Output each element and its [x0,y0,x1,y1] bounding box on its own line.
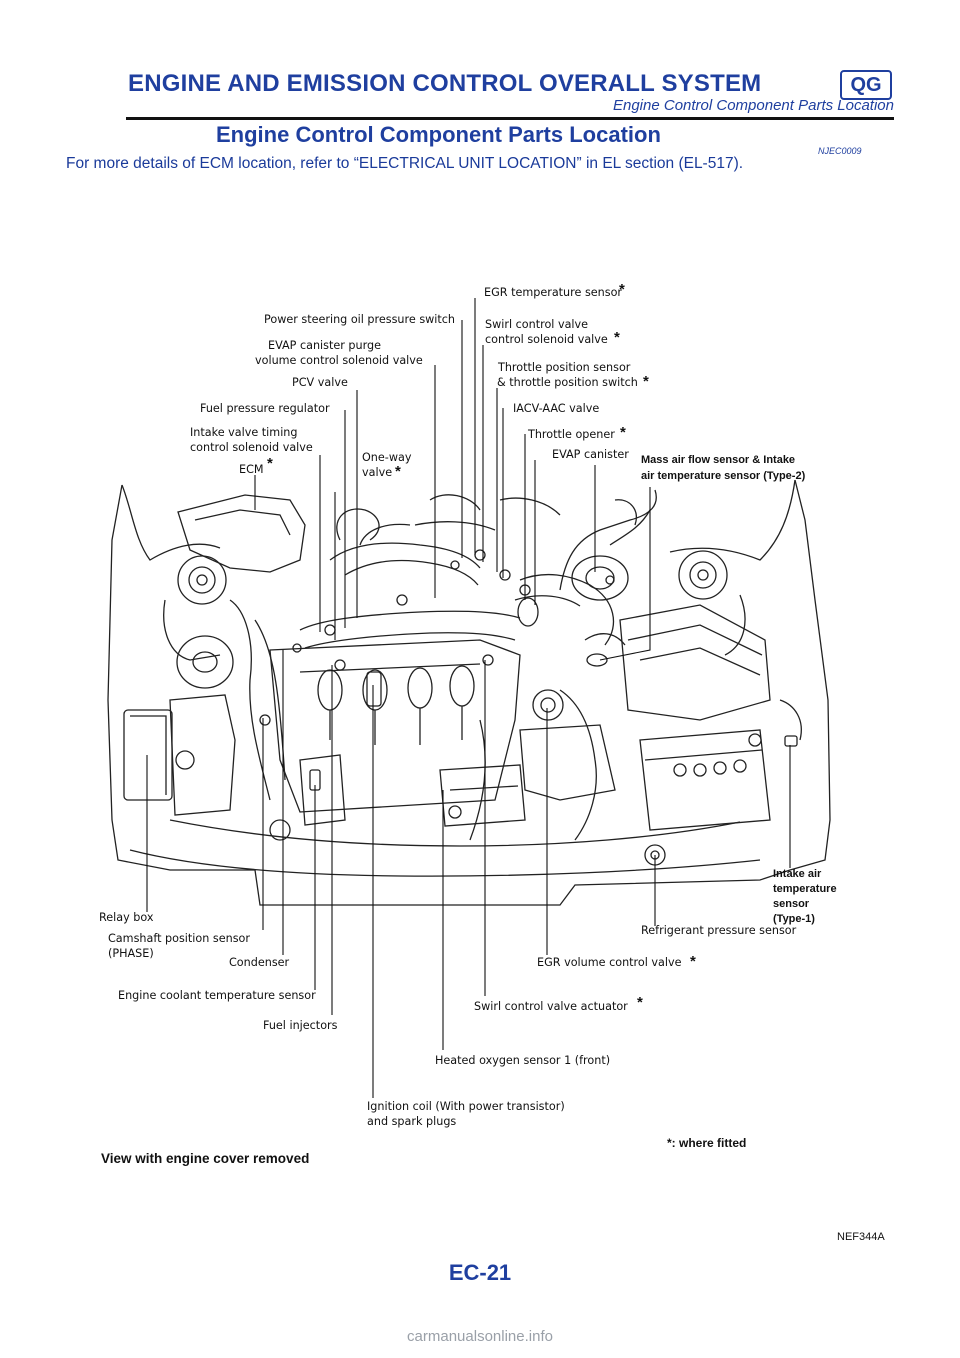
manual-chapter-title: ENGINE AND EMISSION CONTROL OVERALL SYST… [128,70,762,97]
chapter-subtitle: Engine Control Component Parts Location [612,97,894,114]
label-iacv-aac-valve: IACV-AAC valve [513,402,599,415]
footnote-where-fitted: *: where fitted [667,1136,746,1150]
fitted-star: * [395,463,401,480]
label-fuel-injectors: Fuel injectors [263,1019,338,1032]
fitted-star: * [620,424,626,441]
label-iat-line3: sensor [773,898,810,910]
label-swirl-control-valve-actuator: Swirl control valve actuator [474,1000,628,1013]
label-ignition-coil-line2: and spark plugs [367,1115,456,1128]
label-iat-line4: (Type-1) [773,913,815,925]
section-title: Engine Control Component Parts Location [216,122,661,147]
label-refrigerant-pressure-sensor: Refrigerant pressure sensor [641,924,797,937]
section-code: NJEC0009 [818,146,862,156]
header-rule [126,117,894,120]
label-relay-box: Relay box [99,911,154,924]
section-badge: QG [840,70,892,100]
watermark: carmanualsonline.info [407,1328,553,1345]
label-ivt-line1: Intake valve timing [190,426,298,439]
label-condenser: Condenser [229,956,290,969]
engine-bay-drawing [107,479,831,906]
label-ivt-line2: control solenoid valve [190,441,313,454]
fitted-star: * [619,281,625,298]
leader-lines [146,298,791,1098]
label-oneway-line1: One-way [362,451,412,464]
label-fuel-pressure-regulator: Fuel pressure regulator [200,402,330,415]
label-evap-purge-line1: EVAP canister purge [268,339,381,352]
page-number: EC-21 [448,1260,512,1285]
label-cmp-line2: (PHASE) [108,947,154,960]
label-swirl-solenoid-line1: Swirl control valve [485,318,588,331]
fitted-star: * [267,455,273,472]
label-tps-line2: & throttle position switch [497,376,638,389]
label-ignition-coil-line1: Ignition coil (With power transistor) [367,1100,565,1113]
label-heated-oxygen-sensor: Heated oxygen sensor 1 (front) [435,1054,610,1067]
label-swirl-solenoid-line2: control solenoid valve [485,333,608,346]
label-evap-purge-line2: volume control solenoid valve [255,354,423,367]
label-engine-coolant-temperature-sensor: Engine coolant temperature sensor [118,989,316,1002]
fitted-star: * [643,373,649,390]
figure-caption: View with engine cover removed [101,1151,309,1166]
label-egr-temperature-sensor: EGR temperature sensor [484,286,622,299]
label-iat-line1: Intake air [773,868,822,880]
intro-paragraph: For more details of ECM location, refer … [66,155,744,172]
label-throttle-opener: Throttle opener [527,428,615,441]
label-pcv-valve: PCV valve [292,376,348,389]
label-maf-line1: Mass air flow sensor & Intake [641,454,795,466]
fitted-star: * [690,953,696,970]
label-power-steering-switch: Power steering oil pressure switch [264,313,455,326]
fitted-star: * [614,329,620,346]
label-iat-line2: temperature [773,883,837,895]
label-tps-line1: Throttle position sensor [497,361,631,374]
label-egr-volume-control-valve: EGR volume control valve [537,956,682,969]
label-evap-canister: EVAP canister [552,448,629,461]
label-cmp-line1: Camshaft position sensor [108,932,250,945]
label-maf-line2: air temperature sensor (Type-2) [641,470,806,482]
fitted-star: * [637,994,643,1011]
figure-reference-code: NEF344A [837,1231,885,1243]
label-oneway-line2: valve [362,466,392,479]
label-ecm: ECM [239,463,264,476]
